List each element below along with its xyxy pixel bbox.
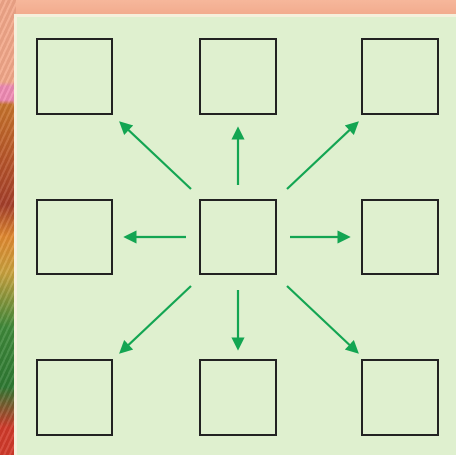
box-top-right[interactable] — [361, 38, 439, 115]
diagram-panel — [14, 14, 456, 455]
box-left[interactable] — [36, 199, 113, 275]
box-right[interactable] — [361, 199, 439, 275]
box-center[interactable] — [199, 199, 277, 275]
box-top-left[interactable] — [36, 38, 113, 115]
arrow-to-bottom-right — [286, 285, 359, 354]
box-bottom-left[interactable] — [36, 359, 113, 436]
box-bottom-right[interactable] — [361, 359, 439, 436]
arrow-to-bottom-left — [119, 285, 192, 354]
arrow-to-top-left — [119, 121, 192, 190]
box-bottom[interactable] — [199, 359, 277, 436]
arrow-to-top-right — [286, 121, 359, 190]
box-top[interactable] — [199, 38, 277, 115]
background-artwork-strip — [0, 0, 16, 455]
